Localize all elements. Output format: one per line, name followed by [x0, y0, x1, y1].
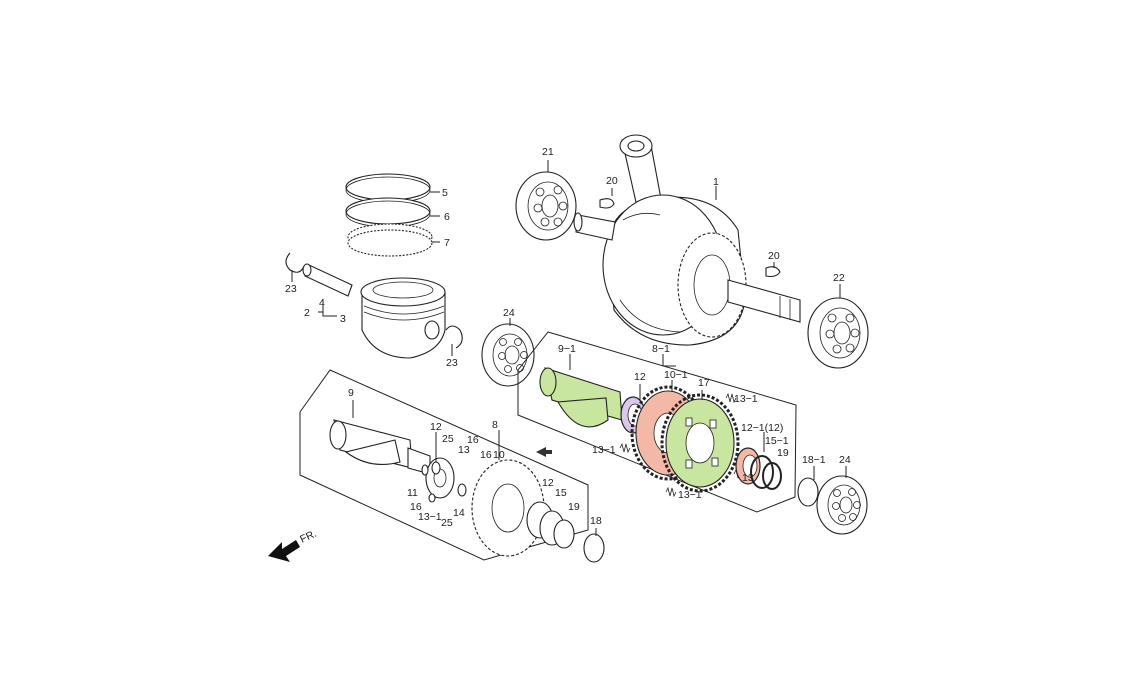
part-labels: 5 6 7 4 2 3 23 23 21 20 1 20 22 24 8−1 9…	[285, 146, 851, 529]
woodruff-key-left	[599, 198, 615, 209]
label-4: 4	[319, 297, 325, 309]
balancer-shaft-9-1	[539, 367, 623, 428]
balancer-box-outline	[299, 369, 589, 561]
label-23-right: 23	[446, 357, 458, 369]
label-5: 5	[442, 187, 448, 199]
label-13-upper: 13	[742, 472, 754, 484]
rings-12-1-red	[735, 447, 782, 490]
label-16-c: 16	[410, 501, 422, 513]
label-13-1-a: 13−1	[734, 393, 758, 405]
piston-rings	[345, 173, 433, 257]
label-23-left: 23	[285, 283, 297, 295]
circlip-left	[285, 252, 305, 273]
label-2: 2	[304, 307, 310, 319]
direction-arrow-small	[536, 447, 552, 457]
front-label: FR.	[298, 528, 318, 546]
label-20-right: 20	[768, 250, 780, 262]
leader-lines	[291, 160, 847, 536]
balancer-box-outline-2	[517, 331, 797, 513]
label-20-left: 20	[606, 175, 618, 187]
label-18-1: 18−1	[802, 454, 826, 466]
balancer-gear-hub-small	[421, 457, 467, 503]
label-24-lower: 24	[839, 454, 851, 466]
label-14: 14	[453, 507, 465, 519]
front-arrow-icon	[268, 540, 300, 562]
bearing-22	[807, 297, 869, 369]
balancer-rings-12-15	[526, 501, 575, 549]
label-24-upper: 24	[503, 307, 515, 319]
label-10: 10	[493, 449, 505, 461]
label-25-upper: 25	[442, 433, 454, 445]
label-19-lower: 19	[568, 501, 580, 513]
label-12-left: 12	[430, 421, 442, 433]
label-13-1-c: 13−1	[678, 489, 702, 501]
gear-17-green	[660, 393, 740, 493]
label-13-1-d: 13−1	[418, 511, 442, 523]
crankshaft	[573, 194, 801, 346]
label-13-left: 13	[458, 444, 470, 456]
label-22: 22	[833, 272, 845, 284]
label-16-b: 16	[480, 449, 492, 461]
label-13-1-b: 13−1	[592, 444, 616, 456]
washer-18	[583, 533, 605, 563]
label-6: 6	[444, 211, 450, 223]
label-12-1: 12−1(12)	[741, 422, 783, 434]
label-19-upper: 19	[777, 447, 789, 459]
label-9: 9	[348, 387, 354, 399]
label-25-lower: 25	[441, 517, 453, 529]
piston-pin	[302, 263, 353, 297]
label-16-a: 16	[467, 434, 479, 446]
label-12-upper: 12	[634, 371, 646, 383]
label-17: 17	[698, 377, 710, 389]
label-1: 1	[713, 176, 719, 188]
circlip-right	[445, 325, 463, 349]
label-15: 15	[555, 487, 567, 499]
label-11: 11	[407, 487, 418, 499]
label-9-1: 9−1	[558, 343, 576, 355]
label-3: 3	[340, 313, 346, 325]
label-15-1: 15−1	[765, 435, 789, 447]
label-7: 7	[444, 237, 450, 249]
balancer-gear-8	[471, 459, 545, 557]
balancer-shaft-9	[329, 419, 431, 475]
label-21: 21	[542, 146, 554, 158]
label-12-right: 12	[542, 477, 554, 489]
label-18: 18	[590, 515, 602, 527]
bearing-24-upper	[481, 323, 535, 387]
label-8: 8	[492, 419, 498, 431]
woodruff-key-right	[765, 266, 781, 278]
bearing-21	[515, 171, 577, 241]
label-10-1: 10−1	[664, 369, 688, 381]
piston	[360, 277, 446, 359]
bearing-24-lower	[816, 475, 868, 535]
label-8-1: 8−1	[652, 343, 670, 355]
washer-18-1	[797, 477, 819, 507]
